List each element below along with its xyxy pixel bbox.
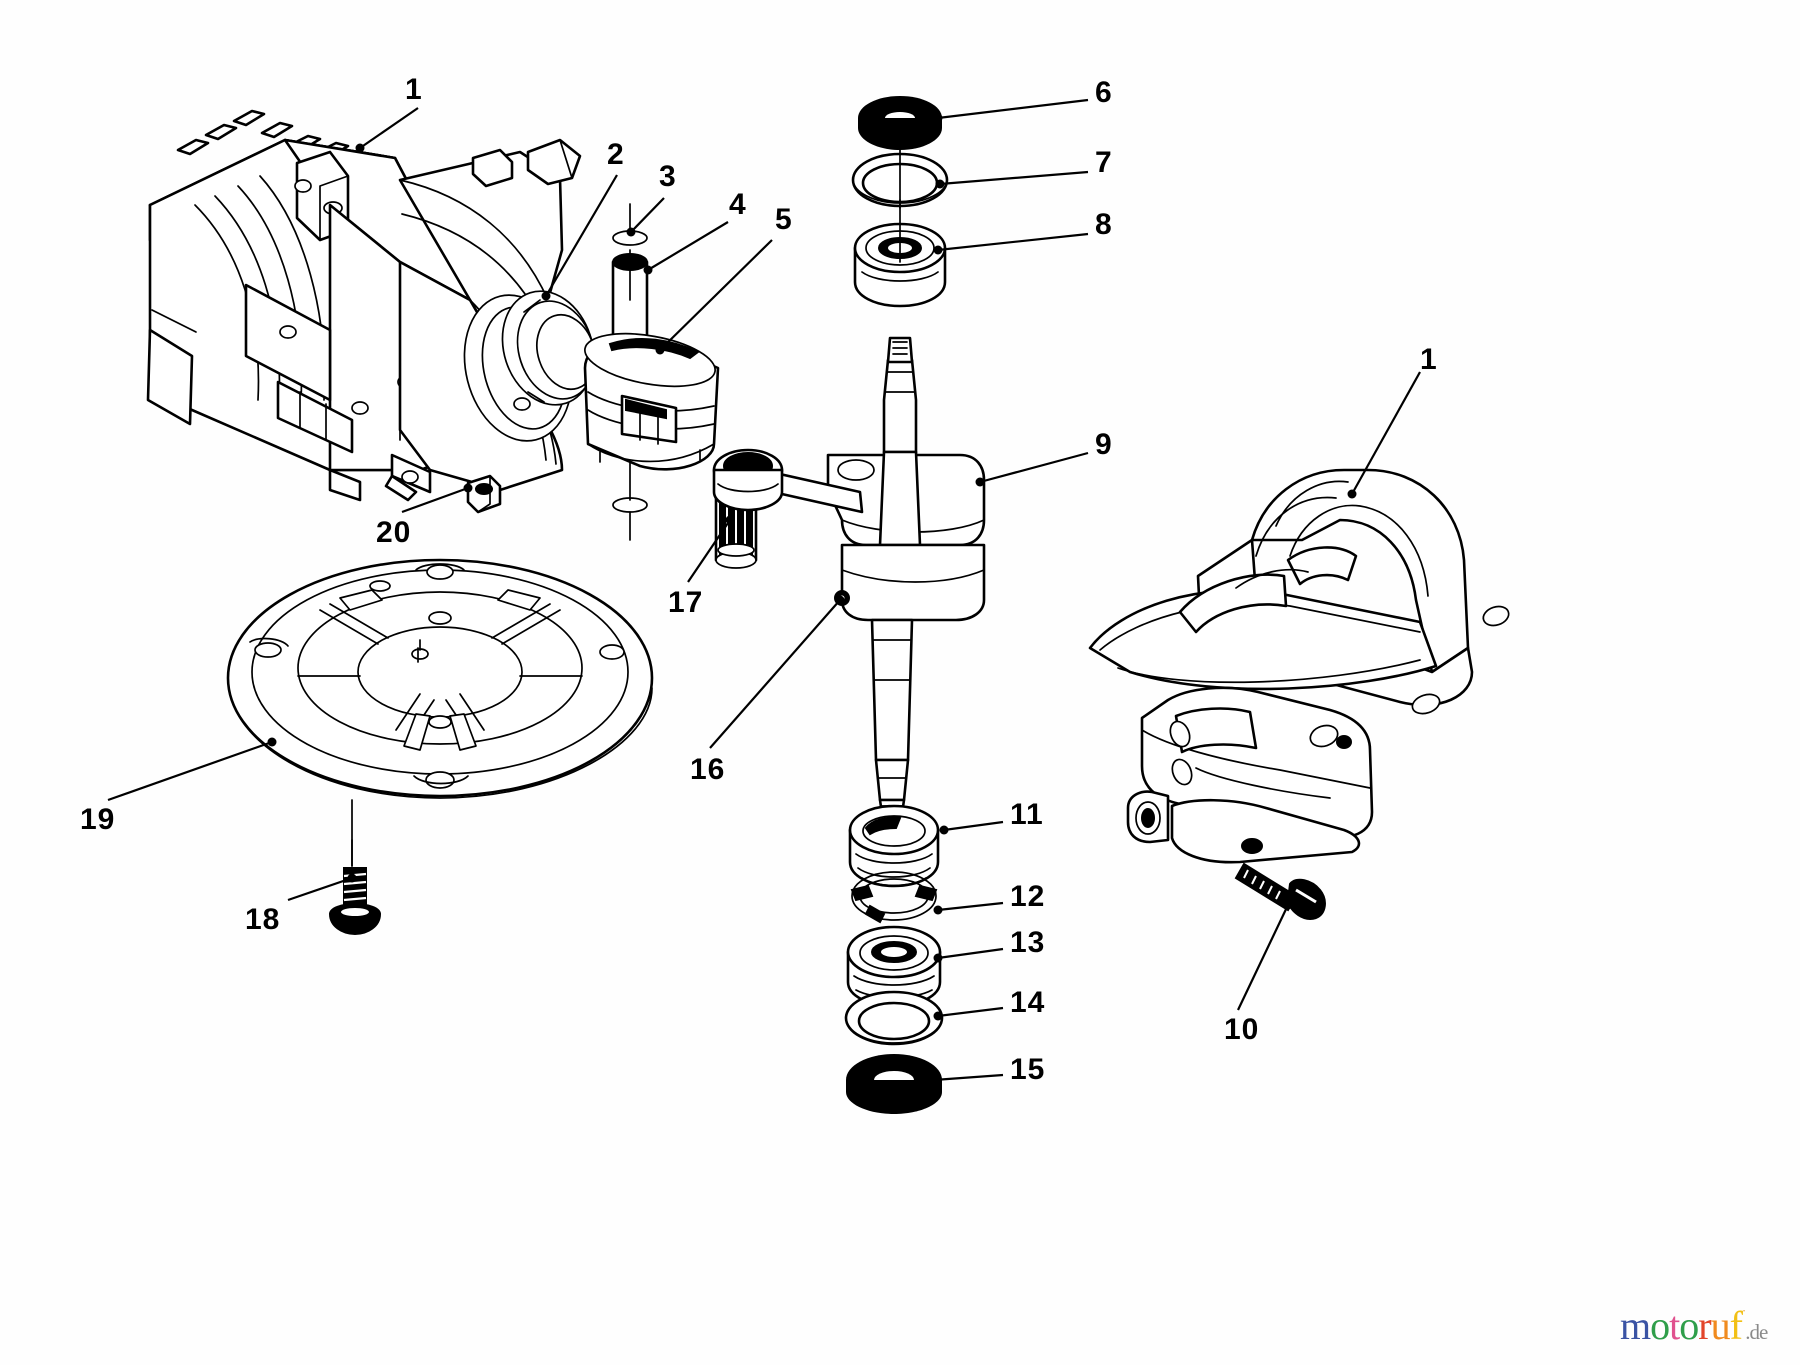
leader-line-14: [937, 1006, 1004, 1018]
leader-line-1: [359, 107, 419, 149]
leader-dot-17: [725, 515, 735, 525]
leader-dot-7: [935, 179, 945, 189]
leader-line-6: [937, 98, 1089, 120]
part-washer-spacer: [844, 990, 944, 1046]
callout-11-bearing-retainer-upper: 11: [1010, 798, 1044, 831]
callout-4-piston-pin: 4: [729, 188, 747, 221]
part-screw-blade-adapter: [328, 839, 382, 936]
logo-letter-u-5: u: [1710, 1303, 1731, 1348]
part-blade-adapter-plate: [226, 558, 654, 867]
callout-2-gasket-seal-ring: 2: [607, 138, 625, 171]
callout-5-piston-assembly: 5: [775, 203, 793, 236]
leader-dot-10: [1283, 900, 1293, 910]
leader-line-17: [687, 519, 731, 583]
leader-line-9: [979, 451, 1089, 484]
leader-dot-6: [933, 113, 943, 123]
leader-dot-4: [643, 265, 653, 275]
leader-dots: [267, 113, 1357, 1085]
callout-1-cylinder-block-crankcase: 1: [405, 73, 423, 106]
callout-6-oil-seal: 6: [1095, 76, 1113, 109]
callout-9-crankshaft-with-connecting-rod: 9: [1095, 428, 1113, 461]
leader-line-18: [287, 876, 353, 902]
leader-line-4: [647, 221, 729, 271]
logo-letter-t-2: t: [1669, 1303, 1680, 1348]
leader-dot-12: [933, 905, 943, 915]
part-bearing-retainer-upper: [848, 804, 940, 888]
leader-line-2: [545, 174, 618, 297]
part-bushing: [466, 474, 502, 514]
part-ball-bearing-upper: [853, 199, 947, 308]
leader-dot-3: [626, 227, 636, 237]
callout-20-bushing: 20: [376, 516, 412, 549]
logo-letter-o-3: o: [1679, 1303, 1699, 1348]
part-piston: [583, 332, 720, 471]
motoruf-logo: motoruf· .de: [1620, 1303, 1768, 1348]
part-crankcase-cover: [1088, 468, 1510, 864]
leader-dot-16: [835, 595, 845, 605]
leader-line-10: [1237, 904, 1289, 1011]
logo-letter-f-6: f: [1729, 1303, 1743, 1348]
leader-dot-1: [355, 143, 365, 153]
leader-dot-18: [347, 873, 357, 883]
callout-16-woodruff-key: 16: [690, 753, 726, 786]
leader-dot-1: [1347, 489, 1357, 499]
part-screw-crankcase-cover: [1234, 862, 1326, 920]
part-crankshaft: [712, 336, 986, 833]
adapter-bolt-holes: [249, 563, 625, 789]
part-snap-ring: [850, 871, 938, 924]
logo-accent-dot: ·: [1741, 1303, 1746, 1318]
leader-dot-11: [939, 825, 949, 835]
part-ball-bearing-lower: [846, 925, 942, 1008]
callout-15-oil-seal-lower: 15: [1010, 1053, 1046, 1086]
leader-line-8: [937, 232, 1089, 252]
leader-line-11: [943, 820, 1004, 832]
part-retaining-ring-upper: [612, 203, 648, 246]
leader-line-3: [630, 197, 665, 233]
part-shim-washer: [851, 129, 949, 209]
leader-line-19: [107, 740, 273, 802]
leader-dot-2: [541, 291, 551, 301]
leader-dot-14: [933, 1011, 943, 1021]
callout-10-screw-crankcase-cover: 10: [1224, 1013, 1260, 1046]
callout-8-ball-bearing-upper: 8: [1095, 208, 1113, 241]
leader-dot-20: [463, 483, 473, 493]
leader-dot-19: [267, 737, 277, 747]
callout-14-washer-spacer: 14: [1010, 986, 1046, 1019]
leader-dot-9: [975, 477, 985, 487]
leader-line-7: [939, 170, 1089, 186]
leader-line-12: [937, 901, 1004, 912]
part-oil-seal-lower: [846, 1054, 942, 1114]
callout-18-screw-blade-adapter: 18: [245, 903, 281, 936]
leader-line-20: [401, 486, 469, 514]
callout-19-blade-adapter-plate: 19: [80, 803, 116, 836]
leader-lines: [107, 98, 1421, 1082]
logo-letter-r-4: r: [1698, 1303, 1711, 1348]
callout-7-shim-washer: 7: [1095, 146, 1113, 179]
logo-suffix: .de: [1745, 1320, 1768, 1344]
callout-12-snap-ring-retaining-clip: 12: [1010, 880, 1046, 913]
leader-dot-5: [655, 345, 665, 355]
callout-17-needle-bearing-connecting-rod: 17: [668, 586, 704, 619]
part-oil-seal-upper: [858, 96, 942, 150]
logo-letter-m-0: m: [1620, 1303, 1651, 1348]
leader-line-1: [1351, 371, 1421, 495]
leader-dot-13: [933, 953, 943, 963]
leader-dot-15: [929, 1075, 939, 1085]
leader-line-13: [937, 947, 1004, 960]
leader-line-15: [933, 1073, 1004, 1082]
callout-1-crankcase-cover-blower-housing: 1: [1420, 343, 1438, 376]
callout-13-ball-bearing-lower: 13: [1010, 926, 1046, 959]
leader-line-16: [709, 599, 841, 749]
part-piston-rings: [501, 290, 596, 406]
callout-3-retaining-ring: 3: [659, 160, 677, 193]
leader-dot-8: [933, 245, 943, 255]
logo-letter-o-1: o: [1650, 1303, 1670, 1348]
leader-line-5: [659, 239, 773, 351]
